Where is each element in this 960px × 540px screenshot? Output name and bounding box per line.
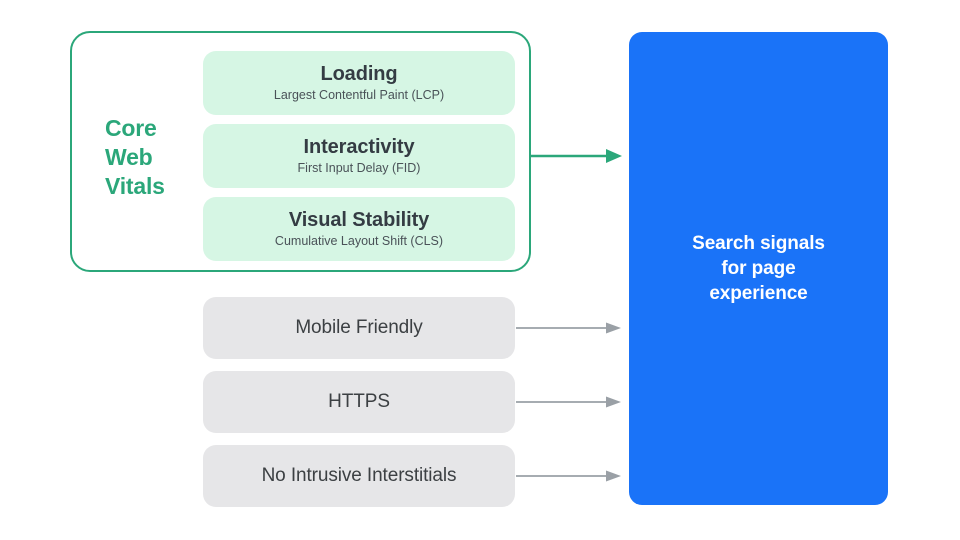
metric-card-loading: Loading Largest Contentful Paint (LCP)	[203, 51, 515, 115]
metric-card-interactivity: Interactivity First Input Delay (FID)	[203, 124, 515, 188]
signal-label-https: HTTPS	[328, 391, 390, 412]
interstitials-arrow	[516, 470, 621, 482]
mobile-friendly-arrow	[516, 322, 621, 334]
metric-title-loading: Loading	[320, 63, 398, 85]
signal-label-no-intrusive-interstitials: No Intrusive Interstitials	[261, 465, 457, 486]
core-web-vitals-group	[70, 31, 531, 272]
signal-mobile-friendly: Mobile Friendly	[203, 297, 515, 359]
signal-label-mobile-friendly: Mobile Friendly	[295, 317, 423, 338]
outcome-panel: Search signals for page experience	[629, 32, 888, 505]
core-web-vitals-label: Core Web Vitals	[105, 115, 165, 199]
metric-title-visual-stability: Visual Stability	[288, 209, 430, 231]
outcome-panel-text: Search signals for page experience	[692, 233, 825, 304]
metric-subtitle-interactivity: First Input Delay (FID)	[297, 161, 421, 175]
metric-subtitle-visual-stability: Cumulative Layout Shift (CLS)	[274, 234, 444, 248]
metric-card-visual-stability: Visual Stability Cumulative Layout Shift…	[203, 197, 515, 261]
signal-https: HTTPS	[203, 371, 515, 433]
core-web-vitals-arrow	[531, 149, 622, 163]
metric-subtitle-loading: Largest Contentful Paint (LCP)	[273, 88, 445, 102]
metric-title-interactivity: Interactivity	[303, 136, 415, 158]
signal-no-intrusive-interstitials: No Intrusive Interstitials	[203, 445, 515, 507]
https-arrow	[516, 396, 621, 408]
